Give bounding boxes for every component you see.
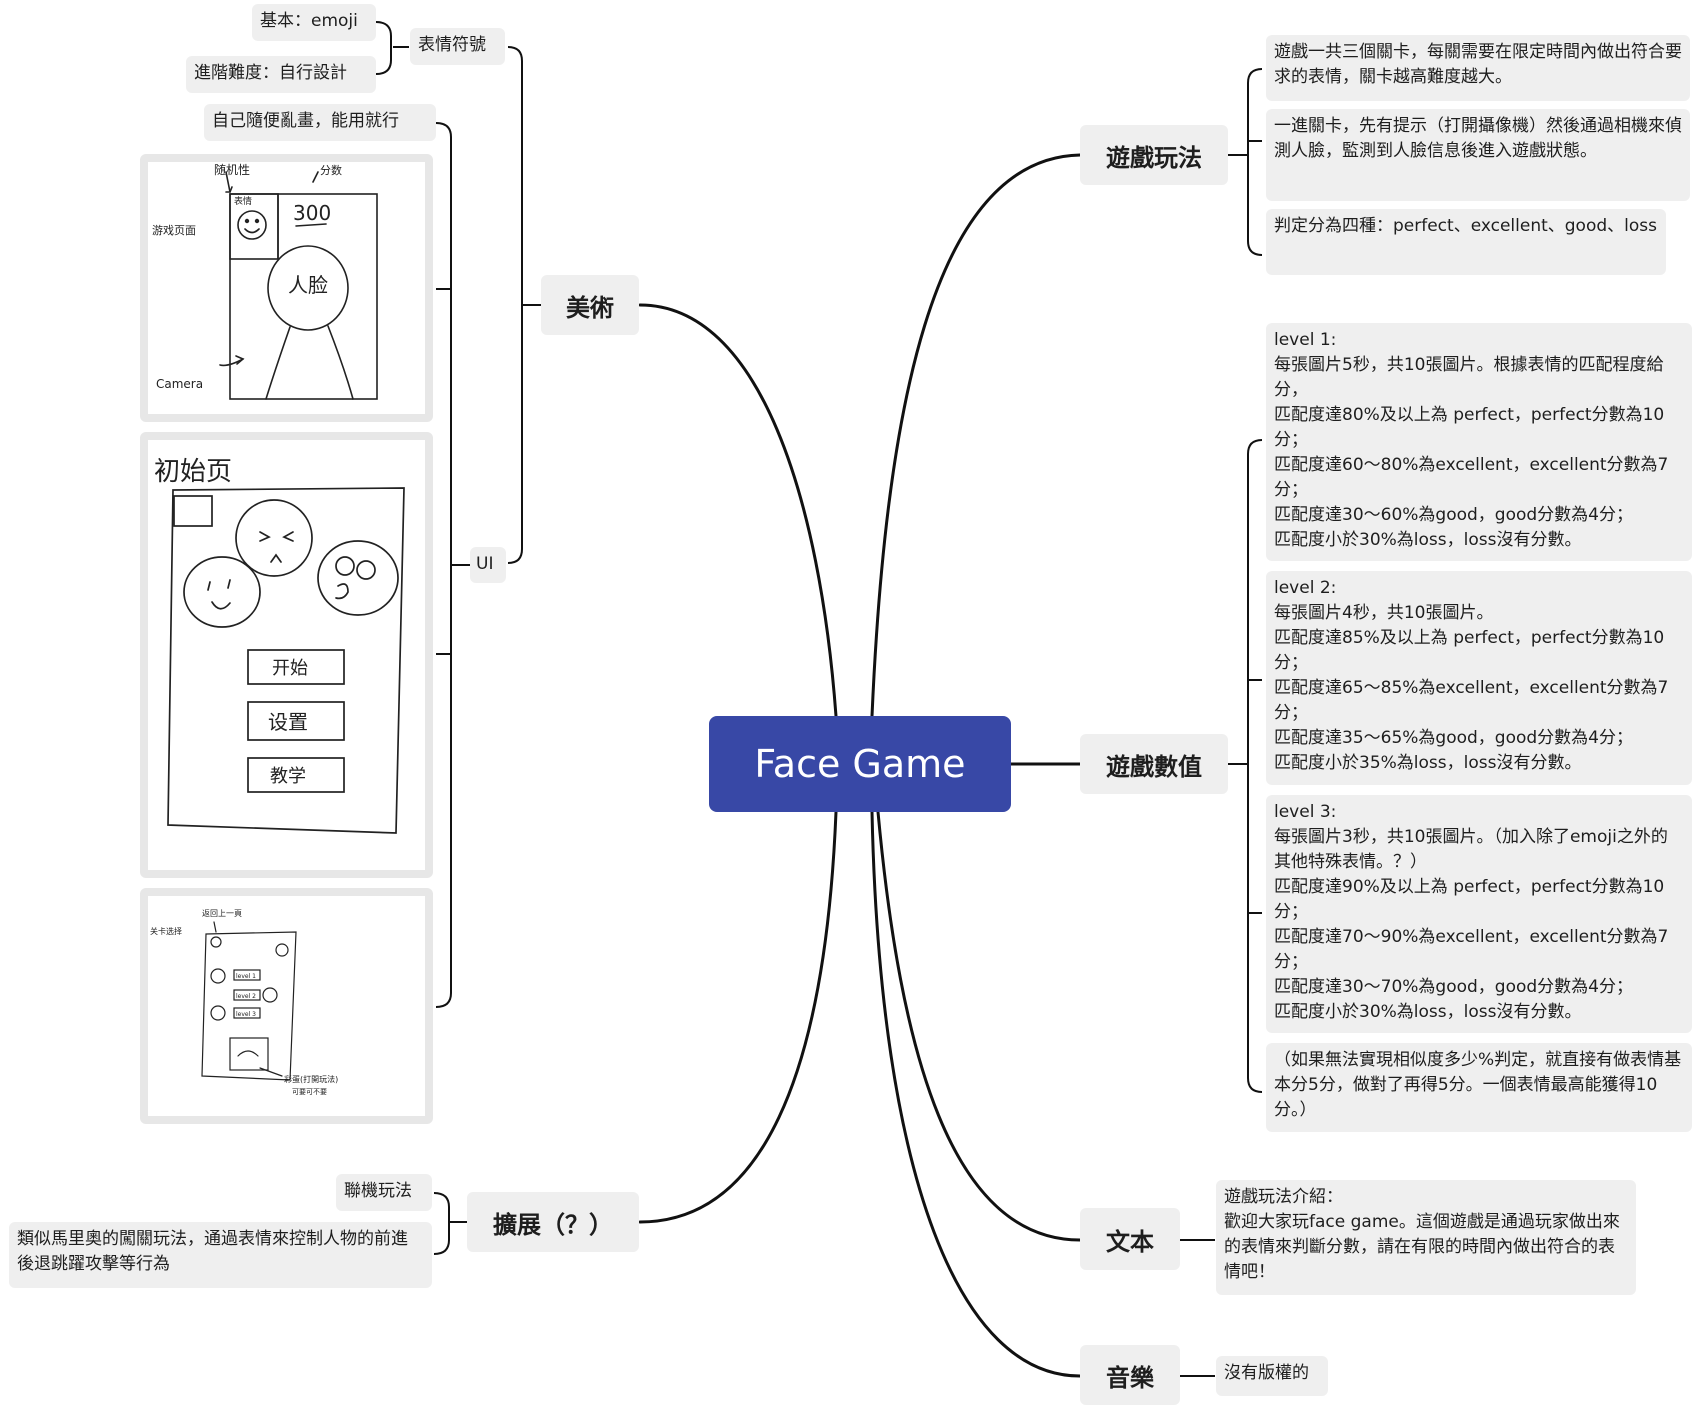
- topic-game-values[interactable]: 遊戲數值: [1080, 734, 1228, 794]
- music-no-copyright[interactable]: 沒有版權的: [1216, 1356, 1328, 1396]
- expand-online[interactable]: 聯機玩法: [336, 1174, 432, 1211]
- emoji-face-3: [317, 540, 399, 616]
- topic-art[interactable]: 美術: [541, 275, 639, 335]
- label-optional: 可要可不要: [292, 1088, 327, 1096]
- label-start-page: 初始页: [154, 457, 232, 487]
- label-level-1: level 1: [236, 973, 256, 980]
- label-face: 人脸: [288, 273, 328, 297]
- phone-frame: [229, 193, 378, 400]
- phone-frame: [167, 487, 405, 834]
- face-outline: [267, 245, 349, 331]
- sketch-settings-button: [247, 701, 345, 741]
- label-back: 返回上一頁: [202, 909, 242, 918]
- topic-expand[interactable]: 擴展（？）: [467, 1192, 639, 1252]
- sketch-tutorial-button: [247, 757, 345, 793]
- easter-egg-box: [229, 1037, 269, 1071]
- ui-note[interactable]: 自己隨便亂畫，能用就行: [204, 104, 436, 141]
- label-start: 开始: [272, 658, 308, 679]
- values-level-2[interactable]: level 2: 每張圖片4秒，共10張圖片。 匹配度達85%及以上為 perf…: [1266, 571, 1692, 785]
- smile-face: [237, 210, 267, 240]
- sketch-start-button: [247, 649, 345, 685]
- label-level-select: 关卡选择: [150, 926, 182, 936]
- phone-frame: [201, 931, 297, 1081]
- sketch-game-page[interactable]: 随机性 表情 分数 300 游戏页面 人脸 Camera: [140, 154, 433, 422]
- game-page-drawing: 随机性 表情 分数 300 游戏页面 人脸 Camera: [148, 162, 425, 414]
- label-score: 300: [293, 201, 331, 225]
- gameplay-item-judgement[interactable]: 判定分為四種：perfect、excellent、good、loss: [1266, 209, 1666, 275]
- emoji-face-1: [235, 499, 313, 577]
- emoji-advanced[interactable]: 進階難度：自行設計: [186, 56, 376, 93]
- start-page-drawing: 初始页 开始 设置 教学: [148, 440, 425, 870]
- values-level-3[interactable]: level 3: 每張圖片3秒，共10張圖片。（加入除了emoji之外的其他特殊…: [1266, 795, 1692, 1033]
- label-settings: 设置: [268, 710, 308, 734]
- label-score-tag: 分数: [320, 164, 342, 177]
- gameplay-item-camera[interactable]: 一進關卡，先有提示（打開攝像機）然後通過相機來偵測人臉，監測到人臉信息後進入遊戲…: [1266, 109, 1690, 201]
- values-level-1[interactable]: level 1: 每張圖片5秒，共10張圖片。根據表情的匹配程度給分， 匹配度達…: [1266, 323, 1692, 561]
- label-expression: 表情: [234, 195, 252, 207]
- topic-text[interactable]: 文本: [1080, 1208, 1180, 1270]
- sketch-level-1: [233, 969, 261, 981]
- label-random: 随机性: [214, 162, 250, 177]
- topic-gameplay[interactable]: 遊戲玩法: [1080, 125, 1228, 185]
- label-level-2: level 2: [236, 993, 256, 1000]
- sketch-start-page[interactable]: 初始页 开始 设置 教学: [140, 432, 433, 878]
- topic-music[interactable]: 音樂: [1080, 1345, 1180, 1405]
- sketch-level-2: [233, 989, 261, 1001]
- label-easter-egg: 彩蛋(打開玩法): [284, 1074, 338, 1084]
- label-tutorial: 教学: [270, 766, 306, 787]
- sketch-level-select[interactable]: 返回上一頁 关卡选择 level 1 level 2 level 3 彩蛋(打開…: [140, 888, 433, 1124]
- gameplay-item-levels[interactable]: 遊戲一共三個關卡，每關需要在限定時間內做出符合要求的表情，關卡越高難度越大。: [1266, 35, 1690, 101]
- sketch-level-3: [233, 1007, 261, 1019]
- emoji-branch[interactable]: 表情符號: [410, 28, 505, 65]
- emoji-basic[interactable]: 基本：emoji: [252, 4, 376, 41]
- root-node-face-game[interactable]: Face Game: [709, 716, 1011, 812]
- emoji-face-2: [183, 556, 261, 628]
- ui-branch[interactable]: UI: [470, 547, 506, 583]
- text-game-intro[interactable]: 遊戲玩法介紹： 歡迎大家玩face game。這個遊戲是通過玩家做出來的表情來判…: [1216, 1180, 1636, 1295]
- expand-mario[interactable]: 類似馬里奧的闖關玩法，通過表情來控制人物的前進後退跳躍攻擊等行為: [9, 1222, 432, 1288]
- label-camera: Camera: [156, 377, 203, 391]
- back-icon-box: [173, 495, 213, 527]
- label-level-3: level 3: [236, 1011, 256, 1018]
- values-fallback-note[interactable]: （如果無法實現相似度多少%判定，就直接有做表情基本分5分，做對了再得5分。一個表…: [1266, 1043, 1692, 1132]
- label-game-page: 游戏页面: [152, 224, 196, 237]
- level-select-drawing: 返回上一頁 关卡选择 level 1 level 2 level 3 彩蛋(打開…: [148, 896, 425, 1116]
